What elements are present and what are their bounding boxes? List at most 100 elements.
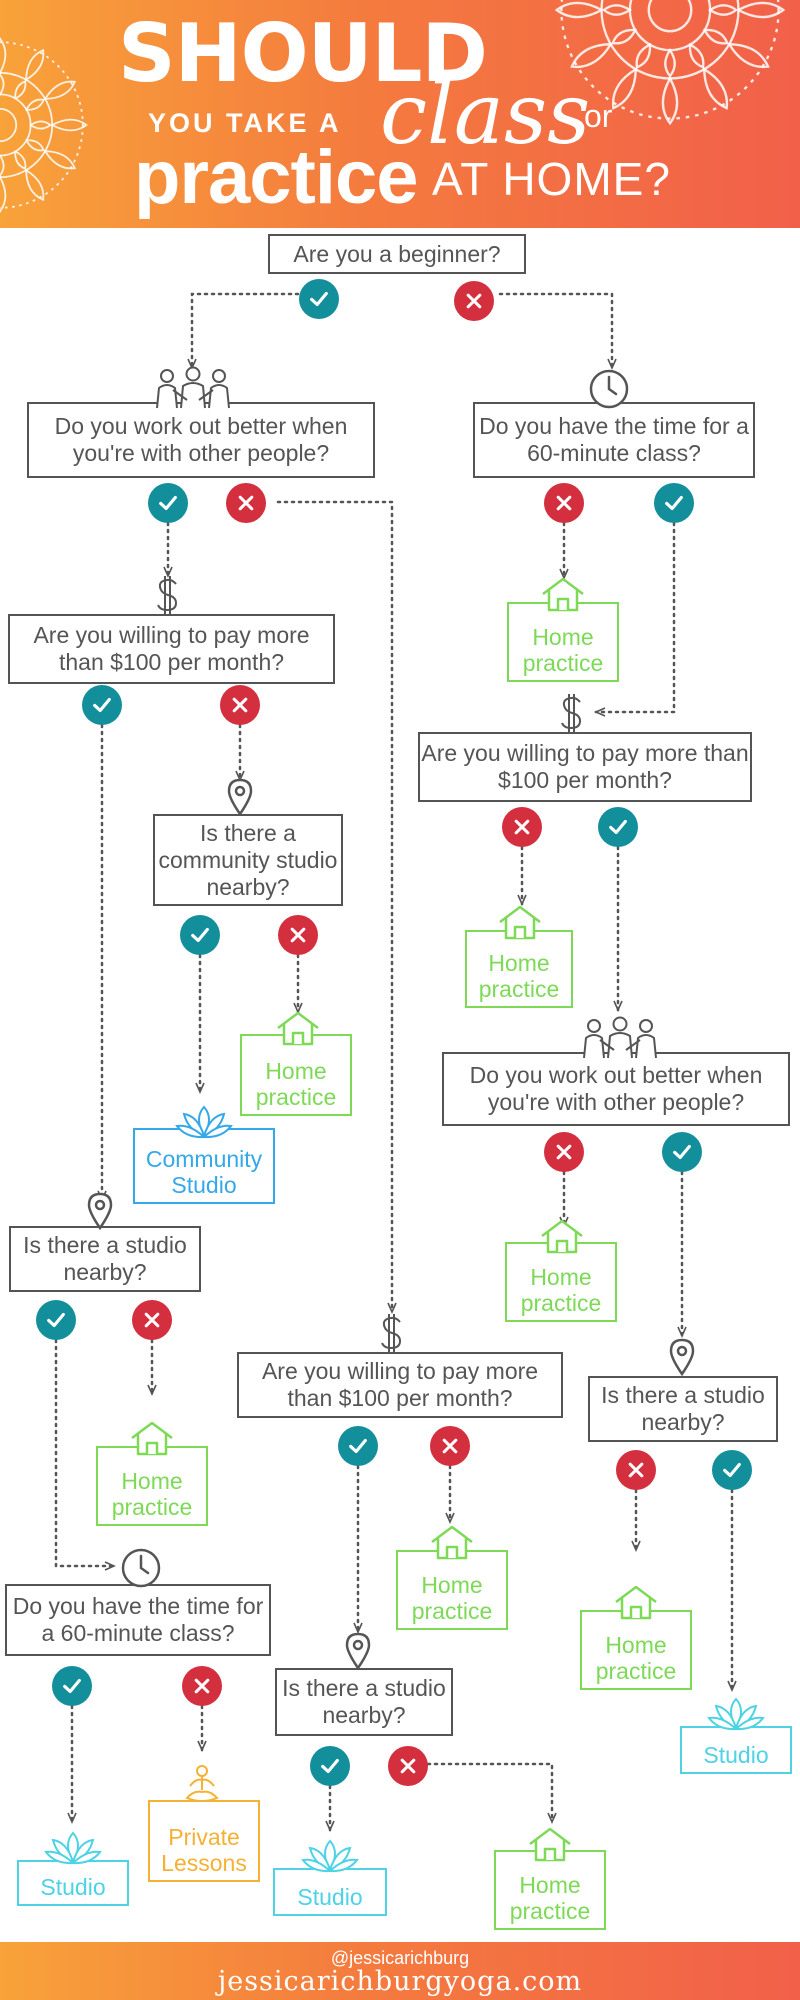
no-mark [544, 1132, 584, 1172]
check-icon [310, 291, 328, 307]
outcome-text: practice [411, 1598, 493, 1624]
connector [498, 292, 617, 370]
yes-mark [338, 1426, 378, 1466]
meditation-icon [185, 1765, 219, 1802]
location-pin-icon [87, 1192, 113, 1230]
yes-mark [148, 483, 188, 523]
location-pin-icon [669, 1338, 695, 1376]
outcome-text: Home [488, 950, 550, 976]
question-text: Do you have the time for a 60-minute cla… [12, 1593, 264, 1646]
check-icon [609, 819, 627, 835]
outcome-text: Home [519, 1872, 581, 1898]
question-box: Is there a studio nearby? [9, 1226, 201, 1292]
question-box: Do you work out better when you're with … [27, 402, 375, 478]
question-box: Are you a beginner? [268, 234, 526, 274]
question-text: Do you work out better when you're with … [469, 1062, 763, 1115]
outcome-text: practice [111, 1494, 193, 1520]
x-icon [514, 819, 530, 835]
footer-handle: @jessicarichburg [330, 1948, 470, 1968]
no-mark [430, 1426, 470, 1466]
yes-mark [654, 483, 694, 523]
lotus-icon [301, 1839, 359, 1873]
question-text: Are you willing to pay more than $100 pe… [33, 622, 310, 675]
house-icon [542, 577, 584, 612]
x-icon [628, 1462, 644, 1478]
outcome-text: Studio [171, 1172, 237, 1198]
location-pin-icon [227, 778, 253, 816]
question-text: Is there a community studio nearby? [158, 819, 338, 900]
no-mark [226, 483, 266, 523]
no-mark [132, 1300, 172, 1340]
x-icon [466, 293, 482, 309]
people-icon [583, 1016, 657, 1059]
yes-mark [299, 279, 339, 319]
studio-box: Studio [273, 1868, 387, 1916]
outcome-text: Home [121, 1468, 183, 1494]
house-icon [431, 1525, 473, 1560]
no-mark [502, 807, 542, 847]
clock-icon [121, 1548, 161, 1588]
yes-mark [712, 1450, 752, 1490]
studio-box: Studio [17, 1860, 129, 1906]
connector [187, 292, 300, 370]
title-practice: practice [134, 135, 418, 220]
house-icon [499, 905, 541, 940]
question-box: Do you work out better when you're with … [442, 1052, 790, 1126]
outcome-text: practice [509, 1898, 591, 1924]
location-pin-icon [345, 1632, 371, 1670]
question-box: Is there a studio nearby? [275, 1668, 453, 1736]
question-box: Do you have the time for a 60-minute cla… [5, 1584, 271, 1656]
outcome-text: practice [255, 1084, 337, 1110]
connector [276, 500, 397, 1314]
header-banner: SHOULD YOU TAKE A class or practice AT H… [0, 0, 800, 228]
check-icon [191, 927, 209, 943]
question-text: Is there a studio nearby? [282, 1675, 446, 1728]
question-box: Are you willing to pay more than $100 pe… [8, 614, 335, 684]
yes-mark [598, 807, 638, 847]
footer-banner [0, 1942, 800, 2000]
outcome-text: Studio [297, 1884, 363, 1910]
no-mark [388, 1746, 428, 1786]
lotus-icon [707, 1697, 765, 1731]
mandala-icon [0, 37, 88, 213]
dollar-icon [381, 1314, 402, 1352]
outcome-text: Home [265, 1058, 327, 1084]
yes-mark [82, 685, 122, 725]
dollar-icon [157, 576, 178, 614]
house-icon [277, 1011, 319, 1046]
outcome-text: Home [421, 1572, 483, 1598]
check-icon [159, 495, 177, 511]
outcome-text: practice [520, 1290, 602, 1316]
outcome-text: Community [145, 1146, 263, 1172]
no-mark [220, 685, 260, 725]
x-icon [556, 495, 572, 511]
question-text: Is there a studio nearby? [23, 1232, 187, 1285]
mandala-icon [555, 0, 785, 125]
question-box: Are you willing to pay more than $100 pe… [237, 1352, 563, 1418]
no-mark [278, 915, 318, 955]
question-text: Are you a beginner? [293, 240, 501, 267]
check-icon [321, 1758, 339, 1774]
title-should: SHOULD [118, 7, 488, 100]
check-icon [63, 1678, 81, 1694]
check-icon [349, 1438, 367, 1454]
footer-url: jessicarichburgyoga.com [217, 1966, 583, 1997]
question-box: Is there a community studio nearby? [153, 814, 343, 906]
no-mark [182, 1666, 222, 1706]
question-box: Is there a studio nearby? [588, 1376, 778, 1442]
question-text: Are you willing to pay more than $100 pe… [421, 740, 749, 793]
yes-mark [662, 1132, 702, 1172]
x-icon [232, 697, 248, 713]
question-text: Are you willing to pay more than $100 pe… [261, 1358, 539, 1411]
x-icon [556, 1144, 572, 1160]
outcome-text: practice [595, 1658, 677, 1684]
connector [54, 1338, 116, 1571]
outcome-text: Home [530, 1264, 592, 1290]
question-box: Are you willing to pay more than $100 pe… [418, 732, 752, 802]
